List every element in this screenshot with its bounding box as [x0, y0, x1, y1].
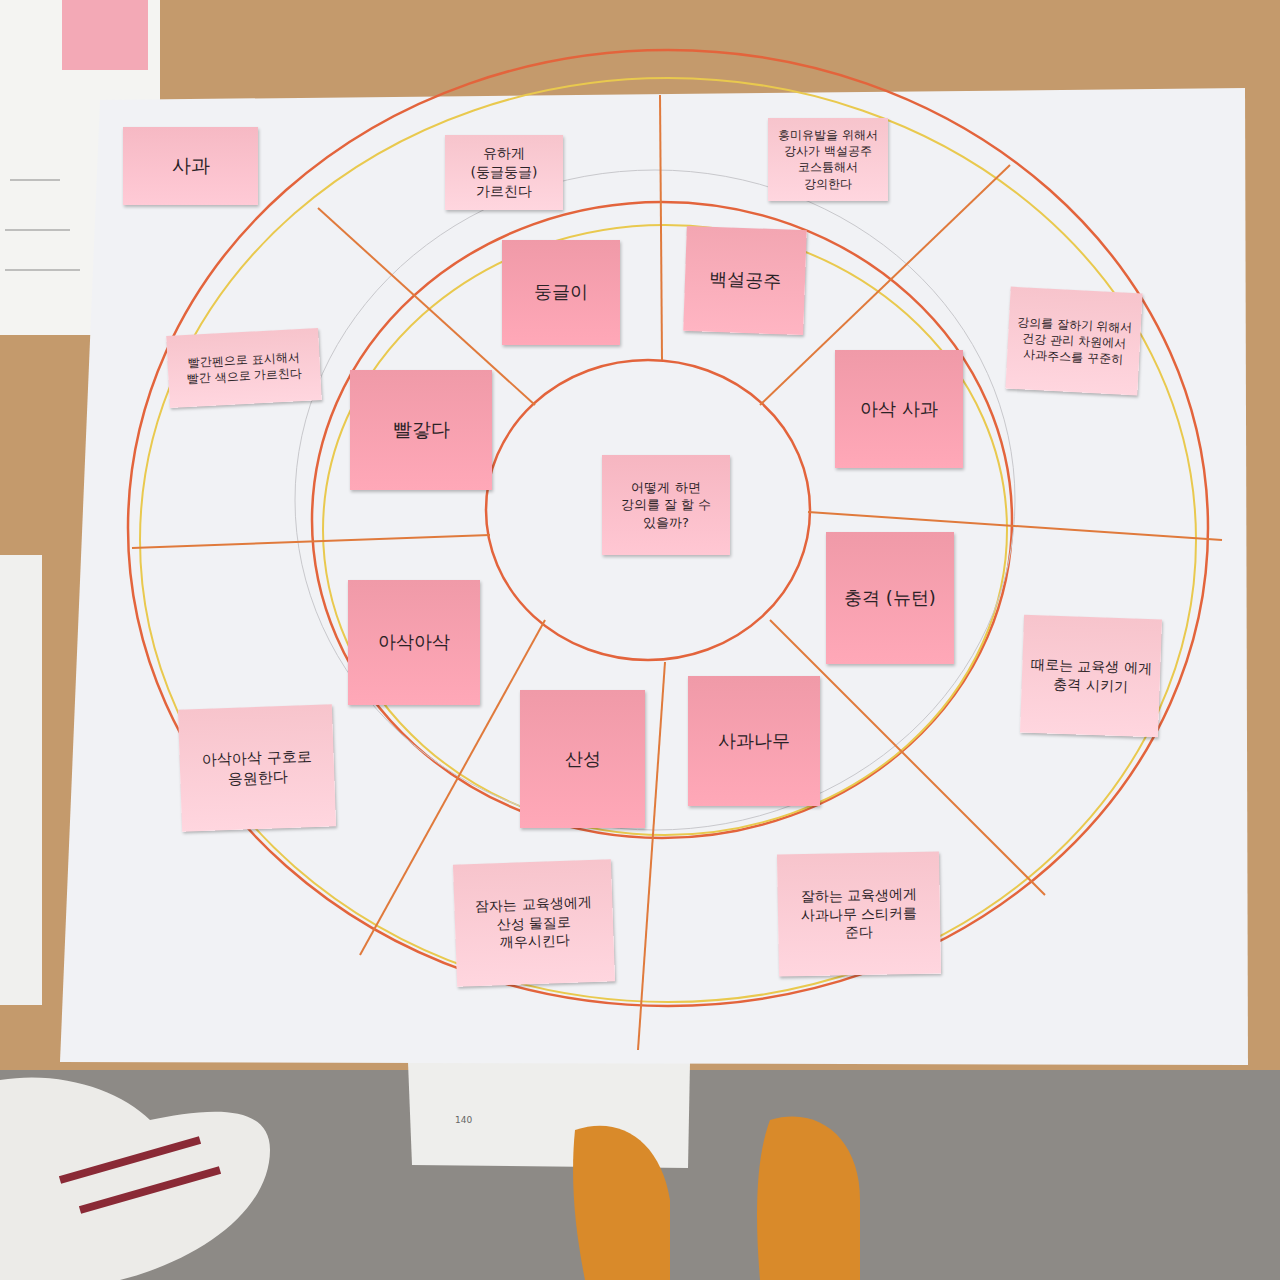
note-text: 강의를 잘하기 위해서 건강 관리 차원에서 사과주스를 꾸준히	[1015, 314, 1133, 369]
note-text: 둥글이	[534, 280, 588, 304]
sticky-note: 흥미유발을 위해서 강사가 백설공주 코스튬해서 강의한다	[768, 118, 888, 201]
middle-ring	[323, 225, 1007, 835]
sticky-note: 충격 (뉴턴)	[826, 532, 954, 664]
sticky-note: 빨갛다	[350, 370, 492, 490]
sticky-note: 사과나무	[688, 676, 820, 806]
note-text: 유하게 (둥글둥글) 가르친다	[453, 144, 555, 201]
shoe-stripe	[60, 1140, 220, 1210]
shoe	[0, 1077, 270, 1280]
note-text: 잘하는 교육생에게 사과나무 스티커를 준다	[786, 884, 933, 943]
note-text: 사과나무	[718, 729, 790, 753]
note-text: 충격 (뉴턴)	[844, 586, 936, 610]
sticky-note: 잠자는 교육생에게 산성 물질로 깨우시킨다	[453, 859, 615, 986]
paper	[0, 555, 42, 1005]
note-text: 백설공주	[709, 267, 782, 294]
sticky-note: 백설공주	[683, 226, 807, 335]
sticky-note: 아삭아삭	[348, 580, 480, 705]
outer-ring	[140, 78, 1196, 1002]
sticky-note: 빨간펜으로 표시해서 빨간 색으로 가르친다	[166, 328, 322, 408]
pen-mark	[10, 180, 60, 181]
sticky-note: 잘하는 교육생에게 사과나무 스티커를 준다	[777, 852, 941, 977]
note-text: 아삭아삭 구호로 응원한다	[187, 745, 326, 790]
page-number: 140	[455, 1115, 472, 1125]
note-text: 아삭아삭	[378, 630, 450, 654]
sticky-note: 아삭 사과	[835, 350, 963, 468]
note-text: 빨간펜으로 표시해서 빨간 색으로 가르친다	[175, 348, 313, 387]
note-text: 아삭 사과	[860, 397, 938, 421]
note-text: 빨갛다	[393, 417, 450, 443]
note-text: 사과	[172, 153, 210, 179]
sticky-note: 어떻게 하면 강의를 잘 할 수 있을까?	[602, 455, 730, 555]
pencil-ring	[295, 170, 1015, 830]
sticky-note: 아삭아삭 구호로 응원한다	[178, 704, 336, 831]
paper-sheet	[60, 88, 1248, 1065]
sticky-note: 때로는 교육생 에게 충격 시키기	[1020, 615, 1162, 738]
shoe	[573, 1126, 670, 1280]
pen-mark	[5, 270, 80, 271]
pen-mark	[5, 230, 70, 231]
sticky-note: 강의를 잘하기 위해서 건강 관리 차원에서 사과주스를 꾸준히	[1005, 287, 1142, 396]
shoe	[757, 1117, 860, 1280]
note-text: 흥미유발을 위해서 강사가 백설공주 코스튬해서 강의한다	[776, 127, 880, 192]
note-text: 때로는 교육생 에게 충격 시키기	[1029, 655, 1152, 697]
sticky-note: 둥글이	[502, 240, 620, 345]
sticky-note	[62, 0, 148, 70]
sticky-note: 사과	[123, 127, 258, 205]
note-text: 산성	[565, 747, 601, 771]
sticky-note: 유하게 (둥글둥글) 가르친다	[445, 135, 563, 210]
sticky-note: 산성	[520, 690, 645, 828]
spokes	[132, 95, 1222, 1050]
note-text: 어떻게 하면 강의를 잘 할 수 있을까?	[610, 479, 722, 532]
note-text: 잠자는 교육생에게 산성 물질로 깨우시킨다	[462, 892, 606, 954]
